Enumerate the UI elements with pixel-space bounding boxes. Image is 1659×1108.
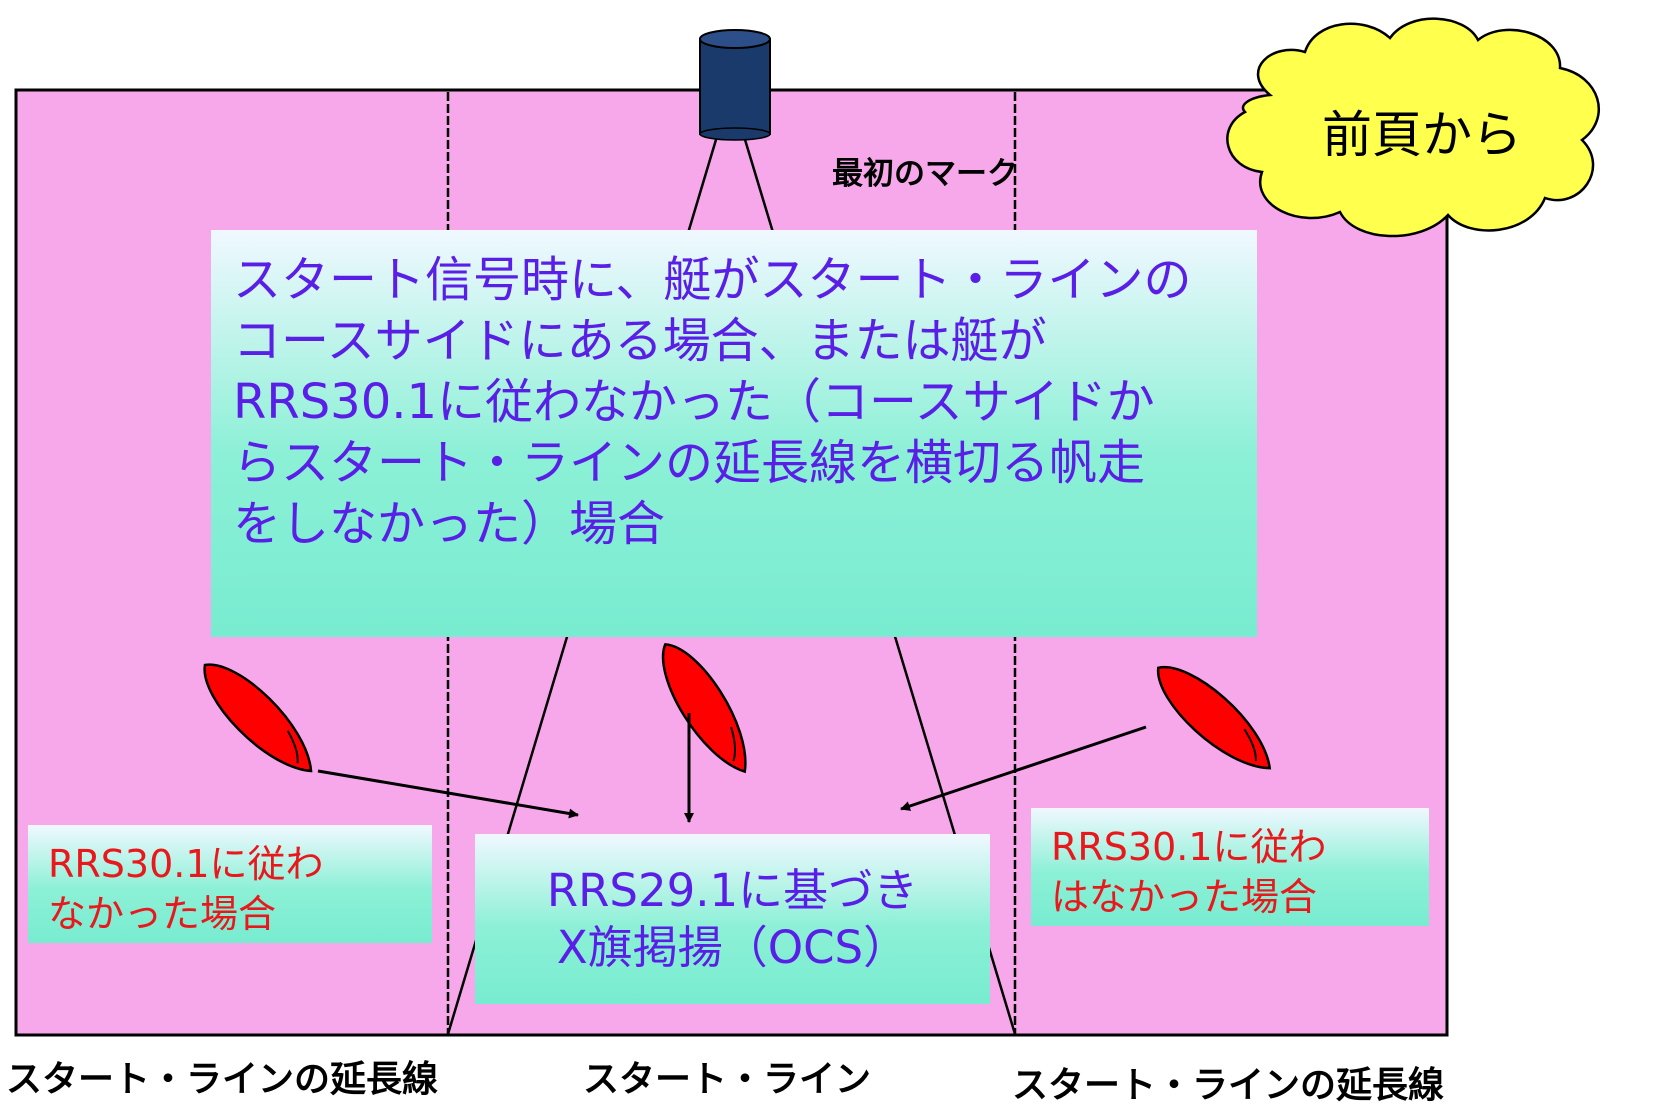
right-note-box: RRS30.1に従わ はなかった場合	[1031, 808, 1429, 926]
first-mark-label: 最初のマーク	[832, 156, 1018, 192]
main-note-box: スタート信号時に、艇がスタート・ラインの コースサイドにある場合、または艇が R…	[211, 230, 1257, 637]
center-note-line: RRS29.1に基づき	[546, 864, 919, 917]
arrow-left	[317, 769, 579, 819]
main-note-line: RRS30.1に従わなかった（コースサイドか	[233, 374, 1155, 430]
bottom-label-start-line: スタート・ライン	[583, 1059, 872, 1100]
cloud-icon	[1226, 17, 1600, 238]
right-note-line: はなかった場合	[1051, 875, 1318, 919]
cloud-label: 前頁から	[1322, 106, 1522, 164]
arrow-right	[900, 725, 1147, 811]
center-note-box: RRS29.1に基づき X旗掲揚（OCS）	[475, 834, 990, 1004]
main-note-line: らスタート・ラインの延長線を横切る帆走	[233, 435, 1146, 491]
left-note-line: なかった場合	[48, 892, 277, 936]
main-note-line: コースサイドにある場合、または艇が	[233, 313, 1047, 369]
left-note-line: RRS30.1に従わ	[48, 842, 324, 886]
main-note-line: スタート信号時に、艇がスタート・ラインの	[233, 252, 1192, 308]
right-note-line: RRS30.1に従わ	[1051, 825, 1327, 869]
center-note-line: X旗掲揚（OCS）	[556, 921, 909, 974]
buoy-icon	[699, 29, 771, 141]
boat-center-icon	[661, 643, 747, 774]
boat-right-icon	[1157, 666, 1272, 770]
bottom-label-right-extension: スタート・ラインの延長線	[1012, 1065, 1445, 1106]
main-note-line: をしなかった）場合	[233, 496, 666, 552]
boat-left-icon	[203, 663, 313, 773]
bottom-label-left-extension: スタート・ラインの延長線	[6, 1059, 439, 1100]
left-note-box: RRS30.1に従わ なかった場合	[28, 825, 432, 943]
